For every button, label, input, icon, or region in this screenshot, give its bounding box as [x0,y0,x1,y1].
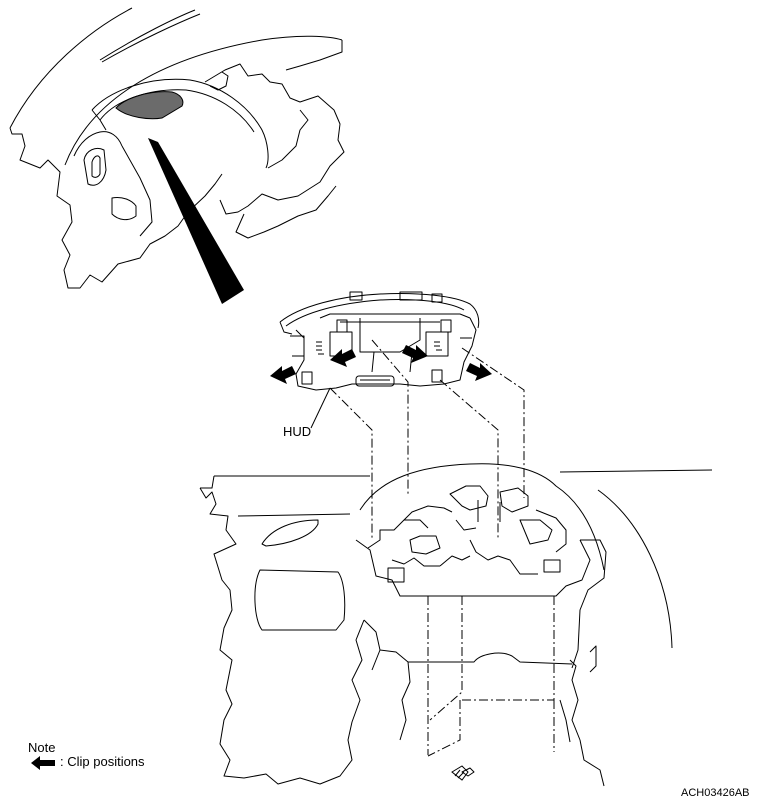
hud-label: HUD [283,424,312,439]
hud-window [115,91,184,120]
instrument-panel [199,463,713,787]
figure-code: ACH03426AB [681,787,750,799]
hud-unit [279,291,480,391]
clip-arrow-icon [402,345,428,363]
dashboard-outline [9,127,223,289]
clip-arrows [270,345,492,384]
dash-vent [261,519,319,547]
hud-hood [91,78,269,169]
side-vent [83,147,107,186]
dash-vent [254,569,346,631]
clip-arrow-icon [330,349,356,367]
hud-leader-line [310,387,331,429]
hud-connector [355,375,395,387]
note-legend-text: : Clip positions [60,754,145,769]
clip-arrow-icon [270,366,296,384]
panel-outline [199,487,365,785]
screw [451,765,475,781]
note-title: Note [28,740,56,755]
windshield-line [9,7,133,129]
dashboard-detail-view [9,7,345,304]
callout-pointer [148,138,244,304]
clip-arrow-icon [466,363,492,381]
alignment-lines [329,339,555,757]
hud-body [295,317,477,391]
filled-left-arrow-icon [31,756,55,770]
windshield-line [99,9,196,61]
